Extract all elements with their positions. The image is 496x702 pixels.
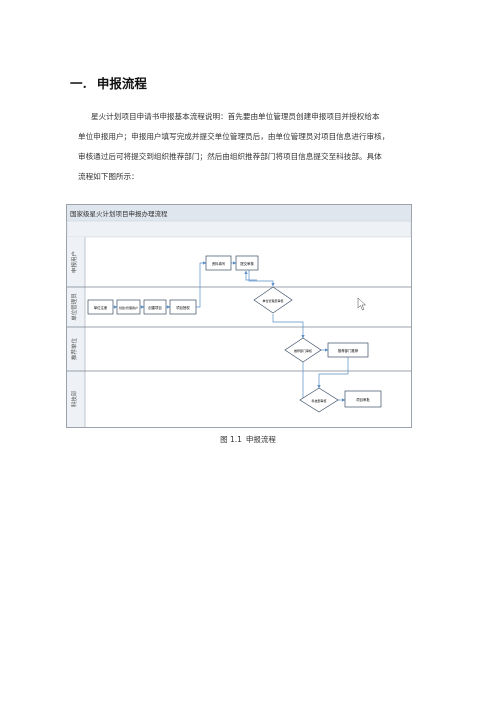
svg-text:单位注册: 单位注册 [94, 305, 108, 310]
node-project-approval: 项目审批 [344, 390, 382, 408]
lane-label-unit-admin: 单位管理员 [70, 293, 78, 321]
flowchart-svg: 国家级星火计划项目申报办理流程 申报用户 单位管理员 推荐单位 科技部 [66, 204, 412, 428]
section-heading: 一. 申报流程 [70, 73, 147, 92]
svg-text:资料填写: 资料填写 [212, 261, 226, 266]
node-recommend-submit: 推荐部门推荐 [327, 342, 369, 358]
paragraph-line: 审核通过后可将提交到组织推荐部门；然后由组织推荐部门将项目信息提交至科技部。具体 [78, 152, 382, 161]
node-submit: 提交审核 [235, 255, 259, 271]
svg-text:创建/管理用户: 创建/管理用户 [119, 305, 138, 310]
svg-text:单位管理员审核: 单位管理员审核 [262, 298, 283, 303]
svg-text:提交审核: 提交审核 [240, 261, 254, 266]
decision-recommend-review: 推荐部门审核 [284, 337, 322, 363]
svg-text:创建项目: 创建项目 [148, 305, 162, 310]
node-fill-form: 资料填写 [205, 255, 232, 271]
paragraph-line: 单位申报用户；申报用户填写完成并提交单位管理员后，由单位管理员对项目信息进行审核… [78, 132, 390, 141]
mouse-cursor-icon [357, 297, 367, 311]
flowchart-title-bar [67, 205, 411, 221]
lane-label-ministry: 科技部 [70, 390, 78, 407]
node-register: 单位注册 [87, 299, 114, 315]
paragraph-line: 流程如下图所示： [78, 172, 139, 181]
section-number: 一. [70, 76, 87, 91]
flowchart-frame [66, 204, 412, 428]
intro-paragraph: 星火计划项目申请书申报基本流程说明：首先要由单位管理员创建申报项目并授权给本 单… [78, 107, 418, 187]
flowchart-header-row [66, 220, 412, 238]
flowchart-title: 国家级星火计划项目申报办理流程 [70, 209, 168, 218]
flowchart-figure: 国家级星火计划项目申报办理流程 申报用户 单位管理员 推荐单位 科技部 [66, 204, 412, 432]
svg-text:项目授权: 项目授权 [176, 305, 190, 310]
decision-unit-review: 单位管理员审核 [253, 286, 293, 314]
lane-label-recommender: 推荐单位 [70, 338, 78, 361]
figure-caption-label: 图 1.1 [220, 435, 242, 444]
svg-text:项目审批: 项目审批 [356, 397, 370, 402]
svg-text:科技部审核: 科技部审核 [311, 398, 326, 403]
lane-label-column [67, 237, 85, 427]
node-assign-project: 项目授权 [169, 299, 197, 315]
decision-ministry-review: 科技部审核 [299, 387, 339, 413]
svg-text:推荐部门审核: 推荐部门审核 [294, 348, 312, 353]
node-create-project: 创建项目 [143, 299, 167, 315]
node-create-user: 创建/管理用户 [116, 299, 141, 315]
lane-label-applicant: 申报用户 [70, 251, 78, 273]
figure-caption-text: 申报流程 [245, 435, 276, 444]
section-title: 申报流程 [96, 76, 147, 91]
svg-text:推荐部门推荐: 推荐部门推荐 [338, 348, 359, 353]
paragraph-line: 星火计划项目申请书申报基本流程说明：首先要由单位管理员创建申报项目并授权给本 [91, 112, 380, 121]
